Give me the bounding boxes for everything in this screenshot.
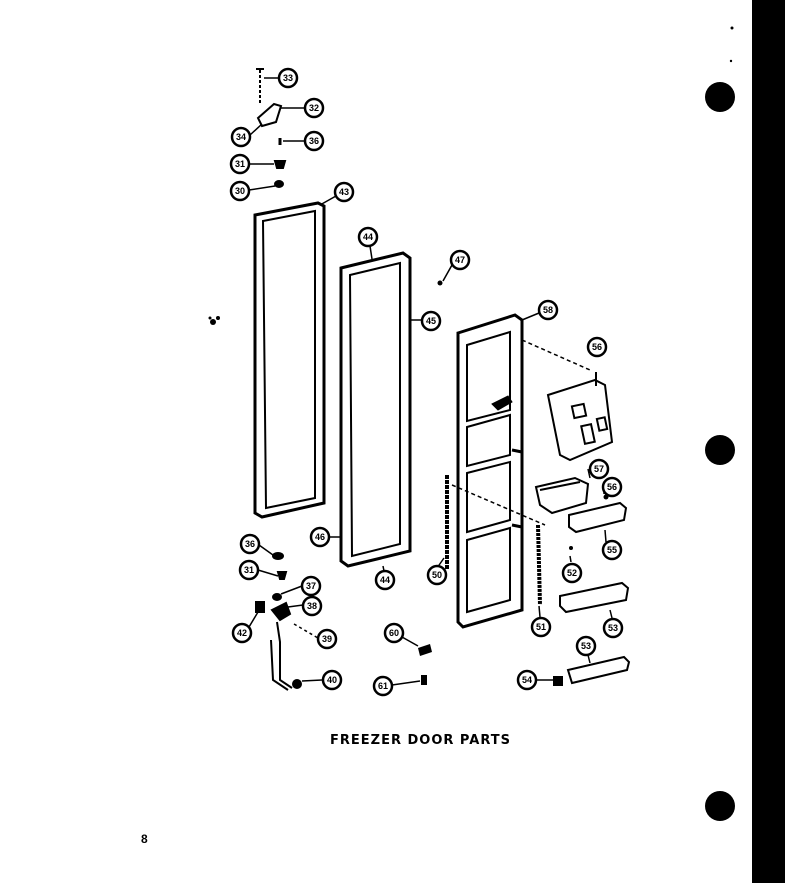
callout-52-label: 52 [567, 568, 577, 578]
dispenser-housing-part [546, 372, 614, 462]
callout-57: 57 [588, 458, 610, 480]
trim-bar-53 [566, 655, 631, 685]
callout-40-label: 40 [327, 675, 337, 685]
callout-60: 60 [383, 622, 405, 644]
callout-56: 56 [586, 336, 608, 358]
callout-50: 50 [426, 564, 448, 586]
page-number: 8 [141, 832, 148, 846]
callout-58-top-label: 58 [543, 305, 553, 315]
callout-38-label: 38 [307, 601, 317, 611]
callout-33-label: 33 [283, 73, 293, 83]
callout-44-top-label: 44 [363, 232, 373, 242]
callout-53: 53 [602, 617, 624, 639]
scan-speck [729, 59, 733, 63]
callout-44-bottom-label: 44 [380, 575, 390, 585]
callout-54: 54 [516, 669, 538, 691]
callout-38: 38 [301, 595, 323, 617]
door-bin-57 [534, 476, 590, 515]
callout-34: 34 [230, 126, 252, 148]
callout-53-label: 53 [608, 623, 618, 633]
callout-32-label: 32 [309, 103, 319, 113]
callout-30: 30 [229, 180, 251, 202]
callout-47: 47 [449, 249, 471, 271]
callout-51-label: 51 [536, 622, 546, 632]
callout-36: 36 [303, 130, 325, 152]
callout-39-label: 39 [322, 634, 332, 644]
callout-37-label: 37 [306, 581, 316, 591]
small-fasteners [418, 280, 609, 685]
callout-31-lower-label: 31 [244, 565, 254, 575]
callout-43: 43 [333, 181, 355, 203]
scan-speck [730, 26, 734, 30]
callout-36-label: 36 [309, 136, 319, 146]
callout-40: 40 [321, 669, 343, 691]
callout-56-label: 56 [592, 342, 602, 352]
door-gasket-part [253, 201, 326, 519]
callout-31: 31 [229, 153, 251, 175]
binder-hole-middle [705, 435, 735, 465]
callout-60-label: 60 [389, 628, 399, 638]
callout-56-lower-label: 56 [607, 482, 617, 492]
callout-55-label: 55 [607, 545, 617, 555]
callout-51: 51 [530, 616, 552, 638]
callout-58-top: 58 [537, 299, 559, 321]
callout-31-label: 31 [235, 159, 245, 169]
binder-hole-top [705, 82, 735, 112]
callout-55: 55 [601, 539, 623, 561]
scan-blot [208, 316, 220, 325]
callout-45: 45 [420, 310, 442, 332]
binder-hole-bottom [705, 791, 735, 821]
callout-36-lower: 36 [239, 533, 261, 555]
callout-53-lower-label: 53 [581, 641, 591, 651]
door-panel-part [456, 313, 524, 629]
callout-61: 61 [372, 675, 394, 697]
callout-43-label: 43 [339, 187, 349, 197]
callout-61-label: 61 [378, 681, 388, 691]
leader-lines [248, 77, 613, 686]
callout-32: 32 [303, 97, 325, 119]
callout-54-label: 54 [522, 675, 532, 685]
door-shelf-55 [568, 501, 628, 534]
callout-33: 33 [277, 67, 299, 89]
callout-57-label: 57 [594, 464, 604, 474]
callout-30-label: 30 [235, 186, 245, 196]
callout-37: 37 [300, 575, 322, 597]
callout-34-label: 34 [236, 132, 246, 142]
callout-45-label: 45 [426, 316, 436, 326]
door-liner-part [339, 251, 412, 568]
callout-42: 42 [231, 622, 253, 644]
divider-strip-51 [536, 524, 542, 606]
callout-31-lower: 31 [238, 559, 260, 581]
callout-56-lower: 56 [601, 476, 623, 498]
diagram-caption: FREEZER DOOR PARTS [330, 733, 511, 748]
callout-46-label: 46 [315, 532, 325, 542]
callout-52: 52 [561, 562, 583, 584]
callout-44-top: 44 [357, 226, 379, 248]
callout-53-lower: 53 [575, 635, 597, 657]
callout-39: 39 [316, 628, 338, 650]
top-hinge-assembly [256, 68, 287, 188]
callout-42-label: 42 [237, 628, 247, 638]
shelf-bar-53 [559, 581, 630, 614]
callout-47-label: 47 [455, 255, 465, 265]
lower-hinge-hardware [255, 552, 302, 691]
callout-44-bottom: 44 [374, 569, 396, 591]
callout-50-label: 50 [432, 570, 442, 580]
callout-46: 46 [309, 526, 331, 548]
callout-36-lower-label: 36 [245, 539, 255, 549]
bracket-54 [553, 676, 563, 686]
page-binding-bar [752, 0, 785, 883]
